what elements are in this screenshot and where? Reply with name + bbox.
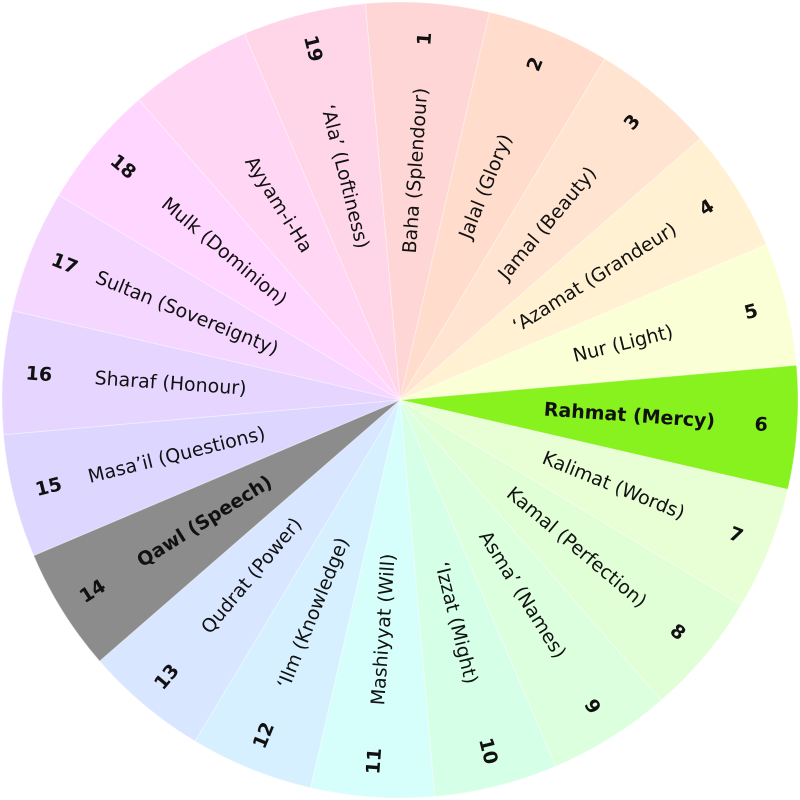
segment-wedge — [138, 32, 401, 401]
segment-number: 6 — [754, 413, 769, 436]
segment-wedge — [399, 243, 798, 401]
segment-14: Qawl (Speech)14 — [32, 399, 401, 662]
segment-wedge — [194, 399, 401, 789]
segment-wedge — [399, 399, 557, 798]
segment-wedge — [243, 2, 401, 401]
segment-wedge — [98, 399, 401, 742]
segment-wedge — [399, 399, 789, 606]
segment-number: 16 — [25, 362, 53, 386]
segment-3: Jamal (Beauty)3 — [399, 58, 702, 401]
segment-wedge — [399, 138, 768, 401]
segment-wedge — [399, 58, 702, 401]
segment-wedge — [309, 399, 436, 799]
segment-wedge — [11, 194, 401, 401]
segment-wedge — [399, 11, 606, 401]
segment-wedge — [399, 399, 662, 768]
segment-number: 5 — [742, 300, 760, 325]
segment-20: ‘Ala’ (Loftiness)19 — [243, 2, 401, 401]
segment-wedge — [58, 98, 401, 401]
segment-number: 11 — [362, 747, 386, 775]
segment-6: Rahmat (Mercy)6 — [399, 364, 799, 491]
segment-16: Sharaf (Honour)16 — [1, 309, 401, 436]
segment-wedge — [364, 1, 491, 401]
segment-11: Mashiyyat (Will)11 — [309, 399, 436, 799]
segment-wedge — [32, 399, 401, 662]
segment-wedge — [399, 399, 742, 702]
segment-1: Baha (Splendour)1 — [364, 1, 491, 401]
segment-5: Nur (Light)5 — [399, 243, 798, 401]
segment-10: ‘Izzat (Might)10 — [399, 399, 557, 798]
segment-wedge — [2, 399, 401, 557]
segment-number: 1 — [413, 31, 436, 46]
segment-wedge — [399, 364, 799, 491]
segment-wedge — [1, 309, 401, 436]
